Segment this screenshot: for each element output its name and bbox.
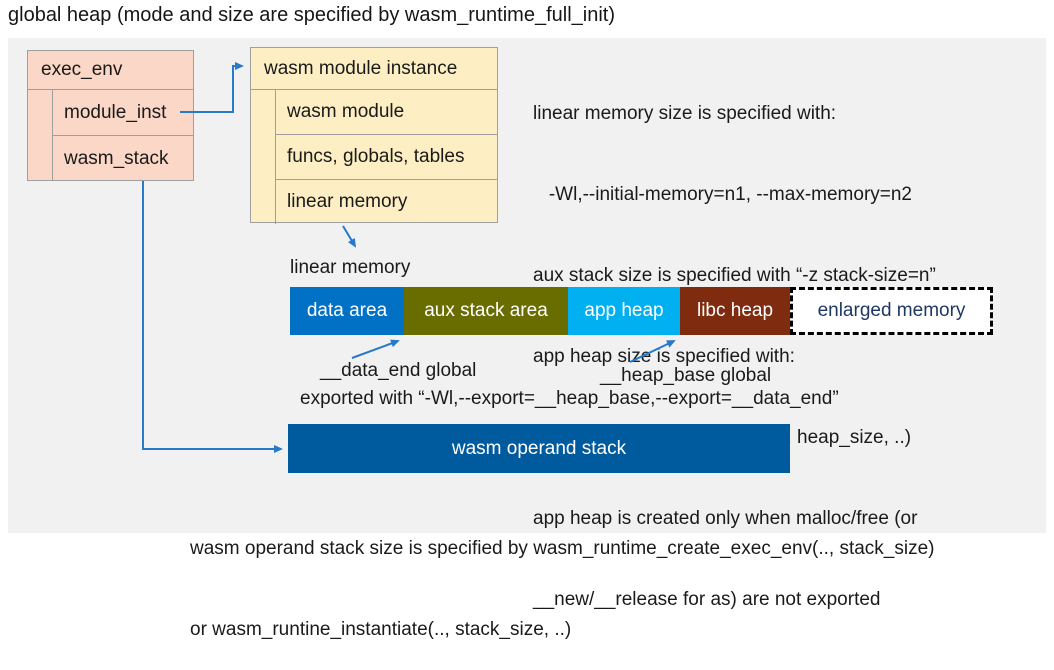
segment-aux-stack-area: aux stack area: [404, 287, 568, 335]
module-instance-rows: wasm module funcs, globals, tables linea…: [251, 90, 497, 224]
segment-libc-heap: libc heap: [680, 287, 790, 335]
exec-env-row-module-inst: module_inst: [64, 101, 167, 123]
exec-env-rows: module_inst wasm_stack: [28, 90, 193, 181]
module-instance-row-linear-memory: linear memory: [276, 179, 497, 224]
data-end-global-label: __data_end global: [320, 360, 477, 381]
note-line: aux stack size is specified with “-z sta…: [533, 265, 936, 286]
exec-env-row-wasm-stack: wasm_stack: [53, 135, 193, 181]
module-instance-box: wasm module instance wasm module funcs, …: [250, 47, 498, 224]
exec-env-header: exec_env: [28, 51, 193, 90]
exec-env-box: exec_env module_inst wasm_stack: [27, 50, 194, 181]
segment-enlarged-memory: enlarged memory: [790, 287, 993, 335]
export-note-label: exported with “-Wl,--export=__heap_base,…: [300, 388, 839, 409]
operand-stack-caption: wasm operand stack size is specified by …: [190, 481, 935, 670]
module-instance-header: wasm module instance: [251, 48, 497, 90]
linear-memory-label: linear memory: [290, 257, 411, 278]
diagram-title: global heap (mode and size are specified…: [8, 4, 615, 26]
linear-memory-bar: data area aux stack area app heap libc h…: [290, 287, 993, 335]
note-line: app heap is created only when malloc/fre…: [533, 508, 918, 529]
note-line: linear memory size is specified with:: [533, 103, 837, 124]
note-line: -Wl,--initial-memory=n1, --max-memory=n2: [533, 184, 912, 205]
module-instance-row-funcs-globals-tables: funcs, globals, tables: [276, 134, 497, 179]
heap-base-global-label: __heap_base global: [600, 365, 772, 386]
note-line: app heap size is specified with:: [533, 346, 795, 367]
wasm-operand-stack-bar: wasm operand stack: [288, 424, 790, 473]
segment-data-area: data area: [290, 287, 404, 335]
segment-app-heap: app heap: [568, 287, 680, 335]
caption-line: wasm operand stack size is specified by …: [190, 538, 935, 559]
module-instance-row-wasm-module: wasm module: [287, 101, 405, 122]
caption-line: or wasm_runtine_instantiate(.., stack_si…: [190, 619, 572, 640]
